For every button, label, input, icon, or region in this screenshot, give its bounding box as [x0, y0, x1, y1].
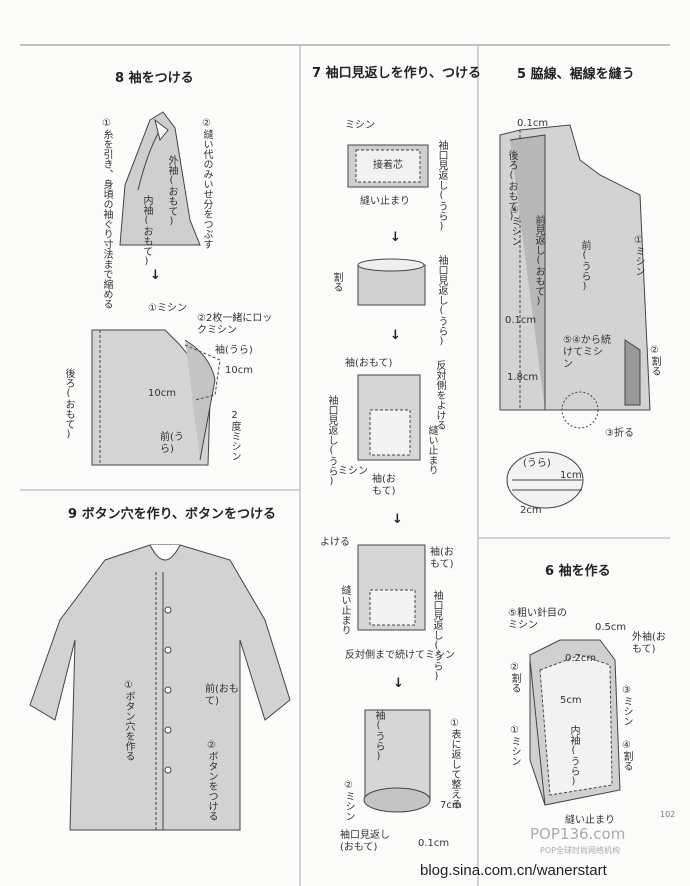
step-9-title: 9 ボタン穴を作り、ボタンをつける	[68, 507, 277, 522]
footer-url: blog.sina.com.cn/wanerstart	[420, 862, 607, 879]
label-interfacing: 接着芯	[373, 160, 403, 171]
label-s5-machine1: ①ミシン	[633, 235, 644, 276]
label-lock-machine: ②2枚一緒にロックミシン	[197, 313, 273, 336]
label-step8-gather: ①糸を引き、身頃の袖ぐり寸法まで縮める	[101, 118, 112, 309]
label-s7-sleeve-wrong: 袖(うら)	[373, 710, 384, 762]
label-s7-facing-wrong4: 袖口見返し(うら)	[431, 590, 442, 682]
label-s7-fold-front: ①表に返して整える	[449, 718, 460, 809]
label-sleeve-wrong: 袖(うら)	[215, 345, 253, 356]
label-s7-sleeve-face3: 袖(おもて)	[430, 547, 454, 570]
down-arrow-icon: ↓	[150, 268, 161, 283]
label-s5-continue: ⑤④から続けてミシン	[563, 335, 611, 370]
watermark-brand: POP136.com	[530, 825, 626, 843]
label-s6-05cm: 0.5cm	[595, 622, 627, 633]
label-s7-machine3: ②ミシン	[343, 780, 354, 821]
label-outer-sleeve: 外袖(おもて)	[166, 155, 177, 227]
label-s7-machine: ミシン	[345, 120, 375, 131]
step-7-title: 7 袖口見返しを作り、つける	[312, 66, 482, 81]
label-s7-stop3: 縫い止まり	[339, 585, 350, 635]
page-number: 102	[660, 810, 676, 819]
label-s7-stop2: 縫い止まり	[426, 425, 437, 475]
label-s7-01cm: 0.1cm	[418, 838, 450, 849]
label-10cm-a: 10cm	[225, 365, 253, 376]
label-s7-avoid: よける	[320, 537, 350, 548]
label-s6-machine3: ③ミシン	[621, 685, 632, 726]
label-s7-7cm: 7cm	[440, 800, 462, 811]
label-s6-5cm: 5cm	[560, 695, 582, 706]
label-s7-facing-wrong3: 袖口見返し(うら)	[326, 395, 337, 487]
label-s7-stop: 縫い止まり	[360, 196, 410, 207]
label-buttonhole: ①ボタン穴を作る	[123, 680, 134, 761]
label-s6-machine1: ①ミシン	[509, 725, 520, 766]
label-machine-1: ①ミシン	[148, 303, 187, 314]
label-s6-outer: 外袖(おもて)	[632, 632, 666, 655]
label-inner-sleeve: 内袖(おもて)	[141, 195, 152, 267]
label-s5-fold: ③折る	[605, 428, 634, 439]
label-s5-18cm: 1.8cm	[507, 372, 539, 383]
down-arrow-icon: ↓	[390, 230, 401, 245]
down-arrow-icon: ↓	[393, 676, 404, 691]
label-s5-ura: (うら)	[523, 458, 551, 469]
label-s7-facing-face: 袖口見返し(おもて)	[340, 830, 390, 853]
label-s5-back: 後ろ(おもて)	[506, 150, 517, 222]
step-6-title: 6 袖を作る	[545, 564, 611, 579]
label-s6-split4: ④割る	[621, 740, 632, 771]
label-s7-sleeve-face: 袖(おもて)	[345, 358, 393, 369]
label-attach-button: ②ボタンをつける	[206, 740, 217, 821]
label-s7-continue: 反対側まで続けてミシン	[345, 650, 455, 661]
label-s6-split2: ②割る	[509, 662, 520, 693]
down-arrow-icon: ↓	[390, 328, 401, 343]
label-s5-facing: 前見返し(おもて)	[533, 215, 544, 307]
label-back: 後ろ(おもて)	[63, 368, 74, 440]
label-10cm-b: 10cm	[148, 388, 176, 399]
label-s7-facing-wrong2: 袖口見返し(うら)	[436, 255, 447, 347]
label-s6-02cm: 0.2cm	[565, 653, 597, 664]
down-arrow-icon: ↓	[392, 512, 403, 527]
label-double-stitch: 2度ミシン	[229, 410, 240, 461]
step-5-title: 5 脇線、裾線を縫う	[517, 67, 635, 82]
watermark-sub: POP全球时尚网络机构	[540, 846, 620, 855]
label-s6-stop: 縫い止まり	[565, 815, 615, 826]
label-step8-ease: ②縫い代のみいせ分をつぶす	[201, 118, 212, 249]
label-s7-avoid-other: 反対側をよける	[434, 360, 445, 430]
label-s5-front: 前(うら)	[579, 240, 590, 292]
step-8-title: 8 袖をつける	[115, 71, 194, 86]
label-s7-machine2: ミシン	[338, 466, 368, 477]
label-s5-machine4: ④ミシン	[509, 205, 520, 246]
label-front-face: 前(おもて)	[205, 684, 239, 707]
label-s5-split: ②割る	[649, 345, 660, 376]
label-s5-2cm: 2cm	[520, 505, 542, 516]
label-s7-sleeve-face2: 袖(おもて)	[372, 474, 396, 497]
label-front-wrong: 前(うら)	[160, 432, 184, 455]
label-s5-01cm-b: 0.1cm	[505, 315, 537, 326]
label-s5-1cm: 1cm	[560, 470, 582, 481]
label-s7-split: 割る	[331, 272, 342, 292]
label-s7-facing-wrong: 袖口見返し(うら)	[436, 140, 447, 232]
label-s6-inner: 内袖(うら)	[568, 725, 579, 787]
label-s6-coarse: ⑤粗い針目のミシン	[508, 608, 567, 631]
label-s5-01cm-a: 0.1cm	[517, 118, 549, 129]
